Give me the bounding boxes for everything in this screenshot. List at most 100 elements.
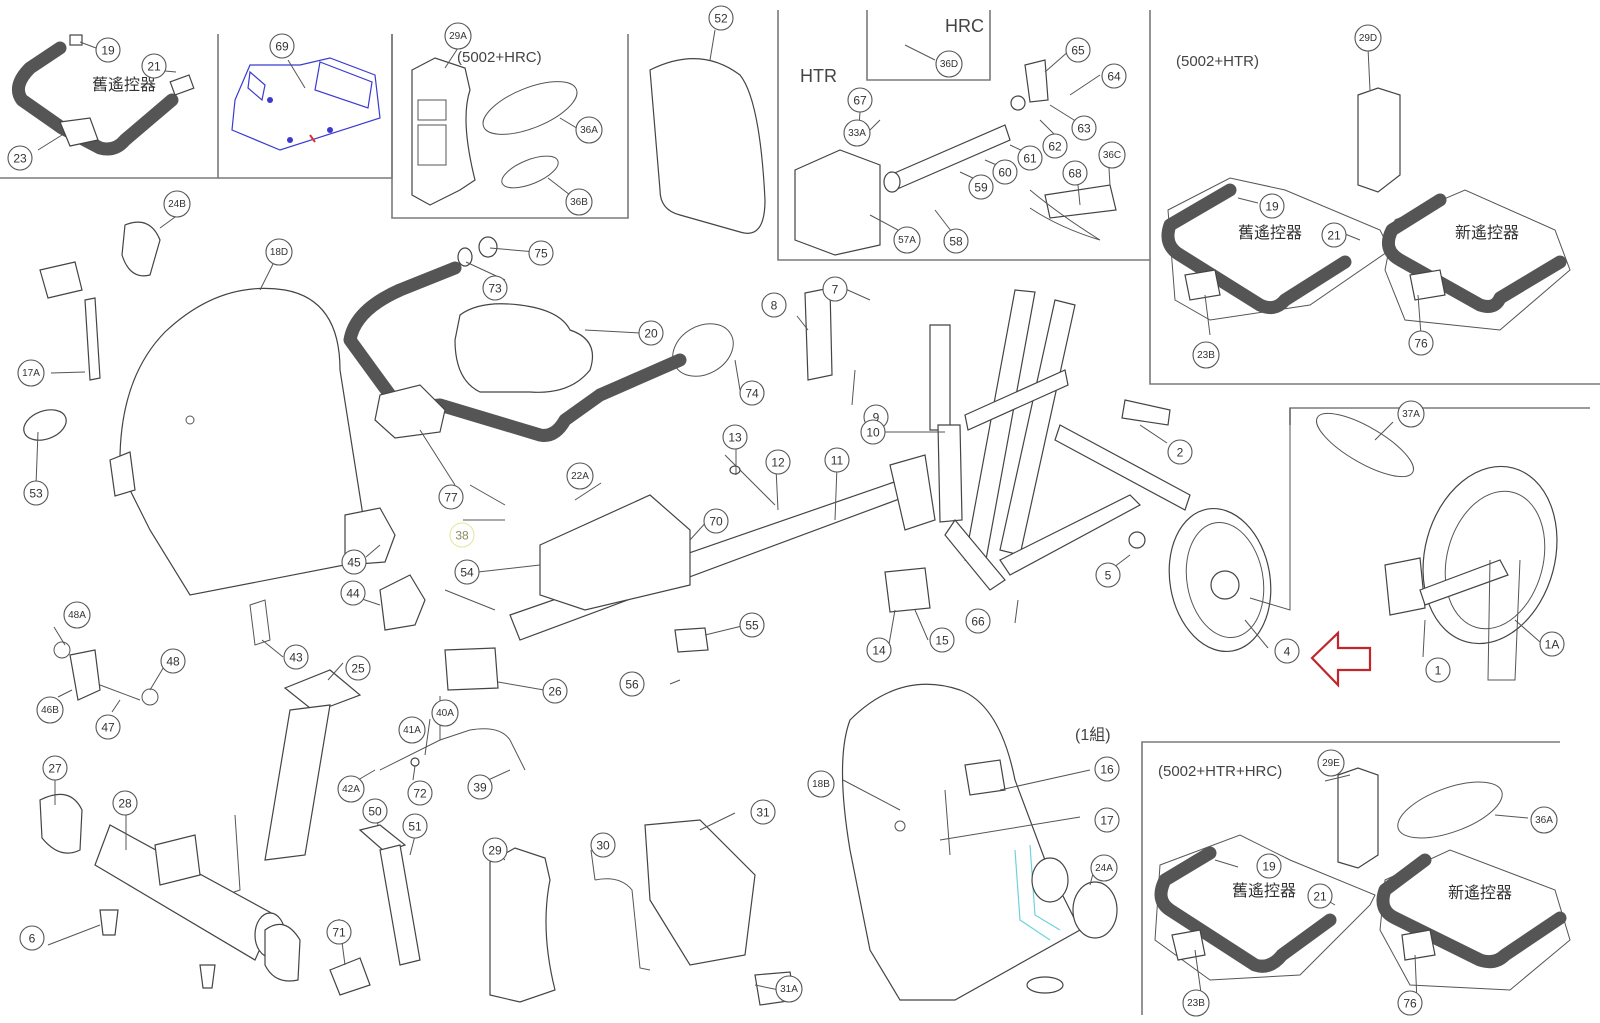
callout-label: 40A (436, 708, 454, 719)
callout-label: 1 (1435, 664, 1442, 678)
callout-circle (449, 522, 475, 548)
callout-77: 77 (438, 484, 464, 510)
callout-circle (36, 696, 64, 724)
callout-24b: 24B (163, 190, 191, 218)
callout-circle (1167, 439, 1193, 465)
callout-label: 23B (1187, 998, 1205, 1009)
callout-label: 27 (48, 762, 62, 776)
callout-circle (444, 22, 472, 50)
callout-label: 46B (41, 705, 59, 716)
callout-label: 71 (332, 926, 346, 940)
callout-label: 68 (1068, 167, 1082, 181)
callout-circle (935, 50, 963, 78)
callout-circle (929, 627, 955, 653)
callout-circle (750, 799, 776, 825)
callout-2: 2 (1167, 439, 1193, 465)
callout-circle (141, 53, 167, 79)
callout-circle (1397, 990, 1423, 1016)
callout-circle (638, 320, 664, 346)
callout-circle (1071, 115, 1097, 141)
part-handlebars-htr-kit (1161, 87, 1571, 331)
callout-circle (19, 925, 45, 951)
callout-21: 21 (1307, 883, 1333, 909)
callout-circle (438, 484, 464, 510)
callout-20: 20 (638, 320, 664, 346)
callout-23b: 23B (1182, 989, 1210, 1017)
callout-label: 25 (351, 662, 365, 676)
callout-circle (843, 119, 871, 147)
callout-circle (775, 975, 803, 1003)
callout-37a: 37A (1397, 400, 1425, 428)
callout-label: 67 (853, 94, 867, 108)
callout-label: 45 (347, 556, 361, 570)
callout-circle (807, 770, 835, 798)
callout-29e: 29E (1317, 749, 1345, 777)
callout-label: 7 (832, 283, 839, 297)
callout-circle (1065, 37, 1091, 63)
callout-label: 21 (1313, 890, 1327, 904)
part-bracket-51 (329, 824, 421, 996)
part-side-cover-18d (23, 221, 371, 596)
callout-circle (265, 238, 293, 266)
callout-circle (482, 275, 508, 301)
callout-label: 18B (812, 779, 830, 790)
callout-label: 66 (971, 615, 985, 629)
callout-61: 61 (1017, 145, 1043, 171)
callout-24a: 24A (1090, 854, 1118, 882)
callout-label: 18D (270, 247, 288, 258)
callout-circle (822, 276, 848, 302)
callout-circle (1354, 24, 1382, 52)
callout-circle (269, 33, 295, 59)
callout-68: 68 (1062, 160, 1088, 186)
callout-label: 72 (413, 787, 427, 801)
part-console-29 (489, 847, 556, 1003)
callout-label: 59 (974, 181, 988, 195)
callout-22a: 22A (566, 462, 594, 490)
callout-label: 10 (866, 426, 880, 440)
callout-label: 58 (949, 235, 963, 249)
part-seat-20 (454, 303, 594, 393)
part-flywheel-1 (1316, 412, 1558, 681)
callout-42a: 42A (337, 775, 365, 803)
callout-51: 51 (402, 813, 428, 839)
callout-label: 1A (1545, 638, 1560, 652)
callout-65: 65 (1065, 37, 1091, 63)
callout-5: 5 (1095, 562, 1121, 588)
callout-circle (160, 648, 186, 674)
callout-label: 28 (118, 797, 132, 811)
callout-label: 50 (368, 805, 382, 819)
callout-label: 21 (147, 60, 161, 74)
callout-circle (398, 716, 426, 744)
callout-circle (454, 559, 480, 585)
callout-16: 16 (1094, 756, 1120, 782)
callout-71: 71 (326, 919, 352, 945)
callout-72: 72 (407, 780, 433, 806)
callout-circle (965, 608, 991, 634)
callout-57a: 57A (893, 226, 921, 254)
callout-label: 36A (1535, 815, 1553, 826)
callout-circle (1539, 631, 1565, 657)
part-crank-47 (53, 641, 159, 706)
callout-label: 43 (289, 651, 303, 665)
part-wire-cover-31 (594, 819, 796, 1006)
part-36b-outline (501, 155, 559, 189)
callout-label: 29A (449, 31, 467, 42)
callout-21: 21 (1321, 222, 1347, 248)
callout-circle (407, 780, 433, 806)
frame-htr-hrc-kit (1141, 741, 1560, 1015)
callout-circle (860, 419, 886, 445)
caption-new-remote: 新遙控器 (1448, 883, 1512, 902)
callout-label: 29D (1359, 33, 1377, 44)
callout-circle (722, 424, 748, 450)
callout-label: 14 (872, 644, 886, 658)
callout-36c: 36C (1098, 141, 1126, 169)
callout-circle (431, 699, 459, 727)
callout-label: 36D (940, 59, 958, 70)
callout-circle (968, 174, 994, 200)
callout-label: 75 (534, 247, 548, 261)
callout-58: 58 (943, 228, 969, 254)
part-stabilizer-28 (39, 793, 301, 989)
callout-label: 12 (771, 456, 785, 470)
callout-circle (337, 775, 365, 803)
part-seat-back-52 (649, 58, 766, 234)
